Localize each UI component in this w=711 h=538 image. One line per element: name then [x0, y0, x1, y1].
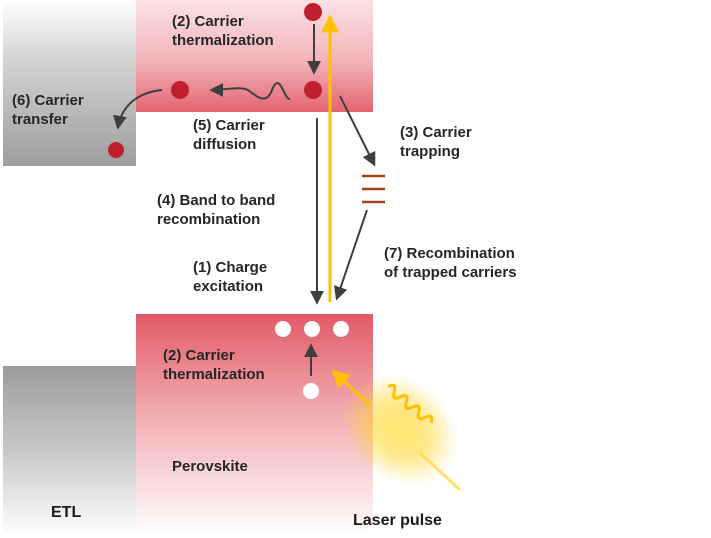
hole-right: [333, 321, 349, 337]
thermalization-top-line2: thermalization: [172, 32, 274, 49]
trapped-recombination-line2: of trapped carriers: [384, 264, 517, 281]
perovskite-label: Perovskite: [172, 458, 248, 475]
band-to-band-line1: (4) Band to band: [157, 192, 276, 209]
carrier-trapping-label: (3) Carrier trapping: [400, 123, 472, 161]
carrier-transfer-label: (6) Carrier transfer: [12, 91, 84, 129]
thermalization-top-line1: (2) Carrier: [172, 13, 244, 30]
thermalization-bottom-line1: (2) Carrier: [163, 347, 235, 364]
trapping-arrow: [339, 95, 376, 167]
band-to-band-line2: recombination: [157, 211, 261, 228]
carrier-diffusion-line2: diffusion: [193, 136, 257, 153]
valence-band: [136, 314, 373, 536]
transfer-arrow: [113, 89, 163, 130]
electron-band-edge: [304, 81, 322, 99]
carrier-transfer-line2: transfer: [12, 111, 68, 128]
carrier-diffusion-line1: (5) Carrier: [193, 117, 265, 134]
etl-upper-block: [3, 0, 136, 166]
charge-excitation-label: (1) Charge excitation: [193, 258, 267, 296]
electron-diffused: [171, 81, 189, 99]
photon-arrow: [331, 369, 372, 407]
carrier-transfer-line1: (6) Carrier: [12, 92, 84, 109]
carrier-trapping-line2: trapping: [400, 143, 460, 160]
charge-excitation-line2: excitation: [193, 278, 264, 295]
carrier-trapping-line1: (3) Carrier: [400, 124, 472, 141]
hole-left: [275, 321, 291, 337]
laser-glow: [342, 374, 458, 486]
thermalization-bottom-label: (2) Carrier thermalization: [163, 346, 265, 384]
trapped-recombination-arrow: [333, 209, 368, 301]
trapped-recombination-label: (7) Recombination of trapped carriers: [384, 244, 517, 282]
etl-label: ETL: [51, 504, 82, 521]
carrier-diffusion-label: (5) Carrier diffusion: [193, 116, 265, 154]
trap-state-lines-icon: [362, 174, 385, 204]
hole-hot: [303, 383, 319, 399]
laser-pulse-label: Laser pulse: [353, 512, 442, 529]
hole-center: [304, 321, 320, 337]
laser-beam: [418, 451, 462, 492]
sine-wave-pulse-icon: [387, 383, 434, 423]
trapped-recombination-line1: (7) Recombination: [384, 245, 515, 262]
band-to-band-label: (4) Band to band recombination: [157, 191, 275, 229]
diffusion-path: [209, 82, 291, 100]
thermalization-bottom-line2: thermalization: [163, 366, 265, 383]
thermalization-top-label: (2) Carrier thermalization: [172, 12, 274, 50]
electron-transferred: [108, 142, 124, 158]
etl-lower-block: [3, 366, 136, 536]
charge-excitation-line1: (1) Charge: [193, 259, 268, 276]
electron-hot: [304, 3, 322, 21]
